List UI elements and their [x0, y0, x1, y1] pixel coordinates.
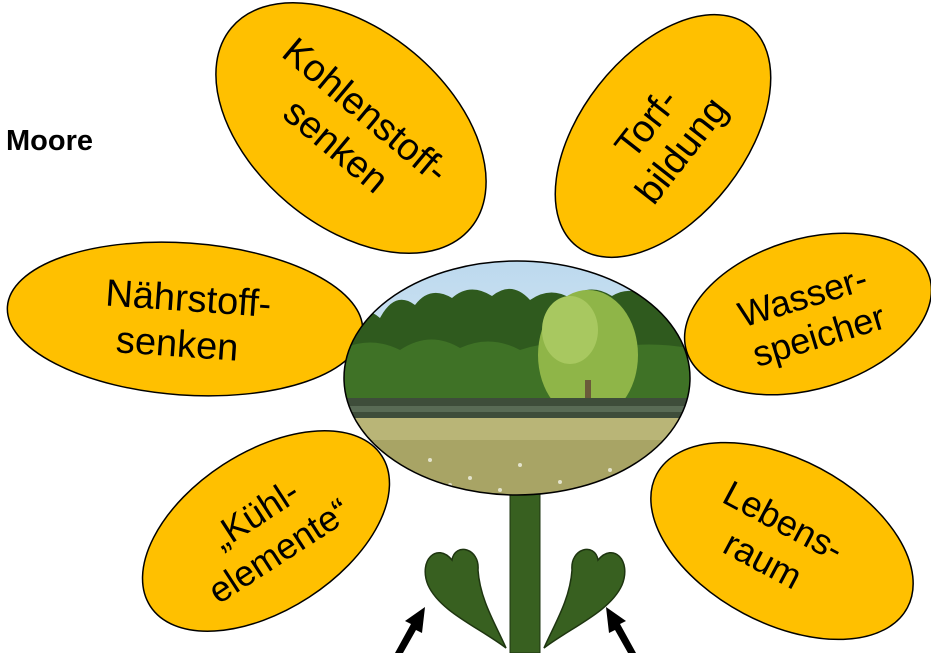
arrow-left — [395, 607, 425, 653]
center-photo — [340, 258, 700, 500]
petal-wasserspeicher: Wasser- speicher — [665, 205, 931, 423]
petal-label-line: senken — [115, 319, 240, 369]
page-title: Moore — [6, 125, 93, 157]
leaf-left — [425, 549, 506, 648]
flower-stem — [510, 494, 540, 653]
petal-naehrstoffsenken: Nährstoff- senken — [2, 231, 368, 407]
arrow-right — [606, 607, 636, 653]
leaf-right — [544, 549, 625, 648]
